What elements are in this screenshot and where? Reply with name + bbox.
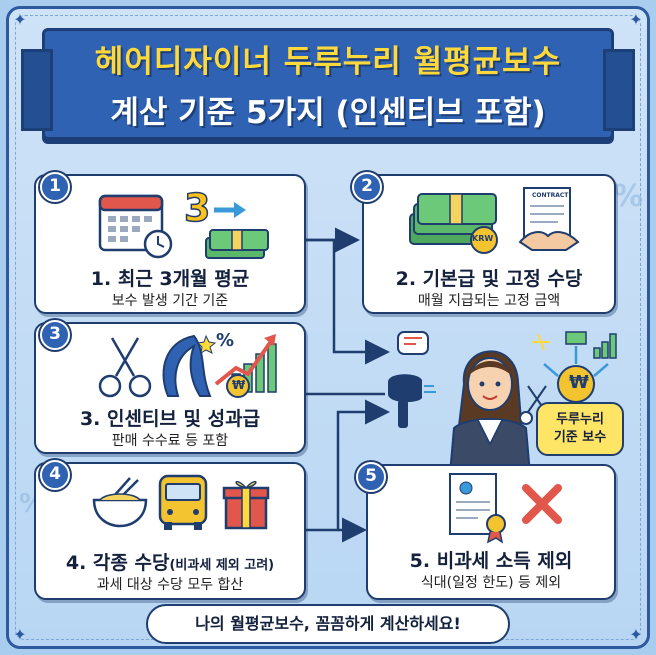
title-banner: 헤어디자이너 두루누리 월평균보수 계산 기준 5가지 (인센티브 포함)	[21, 28, 635, 140]
card-4: 4. 각종 수당(비과세 제외 고려) 과세 대상 수당 모두 합산	[34, 462, 306, 600]
card-5: 5. 비과세 소득 제외 식대(일정 한도) 등 제외	[366, 464, 616, 600]
won-coin-label: ₩	[232, 378, 246, 392]
card-2: KRW CONTRACT 2. 기본급 및 고정 수당 매월 지급되는 고정 금…	[362, 174, 616, 314]
footer-banner: 나의 월평균보수, 꼼꼼하게 계산하세요!	[146, 604, 510, 644]
page-subtitle: 계산 기준 5가지 (인센티브 포함)	[110, 95, 546, 131]
hair-designer-illustration	[388, 331, 617, 475]
gift-icon	[222, 480, 270, 530]
card-4-subtitle: 과세 대상 수당 모두 합산	[96, 577, 244, 593]
contract-label: CONTRACT	[532, 192, 569, 199]
card-2-title: 2. 기본급 및 고정 수당	[395, 268, 583, 290]
card-1-subtitle: 보수 발생 기간 기준	[111, 293, 229, 309]
badge-line-1: 두루누리	[556, 412, 604, 427]
growth-chart-icon	[214, 334, 277, 398]
won-coin-icon: ₩	[569, 372, 589, 393]
card-3-title: 3. 인센티브 및 성과급	[79, 408, 261, 430]
scissors-icon	[98, 337, 152, 398]
card-4-title-main: 4. 각종 수당	[65, 552, 170, 574]
arrow-right-icon	[214, 202, 246, 218]
card-3: % ₩ 3. 인센티브 및 성과급 판매 수수료 등 포함	[34, 322, 306, 454]
bg-percent-icon: %	[613, 179, 644, 214]
badge-line-2: 기준 보수	[553, 430, 607, 445]
page-title: 헤어디자이너 두루누리 월평균보수	[94, 44, 562, 80]
cash-stack-icon	[205, 229, 269, 259]
percent-icon: %	[216, 330, 235, 351]
contract-handshake-icon	[518, 187, 580, 251]
step-number-badge: 4	[40, 460, 70, 490]
card-3-subtitle: 판매 수수료 등 포함	[111, 433, 229, 449]
corner-ornament-icon: ✦	[13, 625, 27, 644]
calendar-icon	[98, 194, 173, 259]
cross-mark-icon	[522, 484, 562, 524]
card-5-title: 5. 비과세 소득 제외	[409, 550, 573, 572]
card-5-subtitle: 식대(일정 한도) 등 제외	[420, 575, 562, 591]
step-number-badge: 1	[40, 172, 70, 202]
card-2-subtitle: 매월 지급되는 고정 금액	[417, 293, 561, 309]
card-4-title-note: (비과세 제외 고려)	[169, 558, 275, 573]
step-number-badge: 2	[352, 172, 382, 202]
corner-ornament-icon: ✦	[629, 10, 643, 29]
three-number-icon: 3	[183, 185, 211, 231]
money-bundle-icon	[409, 193, 498, 254]
card-1: 3 1. 최근 3개월 평균 보수 발생 기간 기준	[34, 174, 306, 314]
corner-ornament-icon: ✦	[13, 10, 27, 29]
certificate-icon	[449, 473, 506, 544]
hair-icon	[162, 334, 217, 397]
step-number-badge: 5	[356, 462, 386, 492]
card-4-title: 4. 각종 수당(비과세 제외 고려)	[36, 548, 304, 575]
card-1-title: 1. 최근 3개월 평균	[90, 268, 250, 290]
corner-ornament-icon: ✦	[629, 625, 643, 644]
krw-coin-label: KRW	[472, 234, 494, 243]
step-number-badge: 3	[40, 320, 70, 350]
durunuri-badge: 두루누리 기준 보수	[536, 402, 624, 456]
meal-bowl-icon	[92, 477, 148, 528]
bus-icon	[158, 474, 208, 530]
